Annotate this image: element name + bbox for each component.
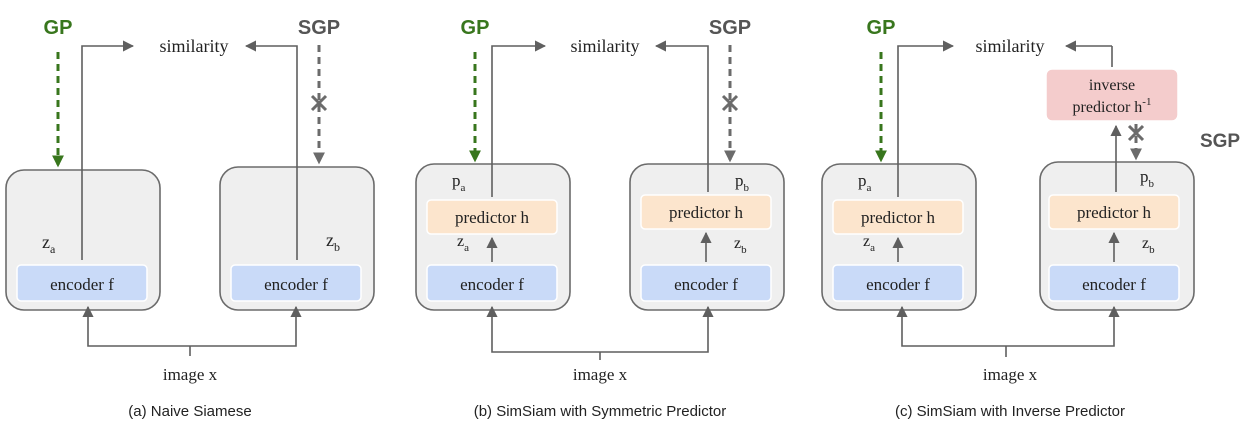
predictor-b-label: predictor h bbox=[669, 203, 744, 222]
encoder-a bbox=[16, 264, 148, 302]
encoder-b-label: encoder f bbox=[264, 275, 328, 294]
encoder-a-label: encoder f bbox=[866, 275, 930, 294]
z-b-label: zb bbox=[1142, 235, 1155, 256]
encoder-a-label: encoder f bbox=[50, 275, 114, 294]
z-a-label: za bbox=[42, 232, 56, 256]
inverse-predictor-line1: inverse bbox=[1089, 77, 1135, 94]
caption-c: (c) SimSiam with Inverse Predictor bbox=[895, 403, 1125, 420]
caption-b: (b) SimSiam with Symmetric Predictor bbox=[474, 403, 727, 420]
image-input-bracket bbox=[486, 305, 714, 353]
encoder-a-label: encoder f bbox=[460, 275, 524, 294]
predictor-b-label: predictor h bbox=[1077, 203, 1152, 222]
image-label: image x bbox=[983, 365, 1038, 384]
stop-gradient-cross-icon bbox=[721, 94, 739, 112]
predictor-a-label: predictor h bbox=[455, 208, 530, 227]
predictor-a bbox=[832, 199, 964, 235]
stop-gradient-cross-icon bbox=[1127, 124, 1145, 142]
inverse-predictor bbox=[1045, 68, 1179, 122]
p-a-label: pa bbox=[858, 171, 872, 194]
encoder-a bbox=[832, 264, 964, 302]
similarity-label: similarity bbox=[571, 36, 640, 56]
gp-label: GP bbox=[44, 17, 73, 39]
branch-b-output-arrow bbox=[244, 40, 298, 260]
sgp-label: SGP bbox=[709, 17, 751, 39]
image-label: image x bbox=[573, 365, 628, 384]
p-b-label: pb bbox=[735, 171, 750, 194]
z-b-label: zb bbox=[734, 235, 747, 256]
encoder-b bbox=[230, 264, 362, 302]
encoder-b-label: encoder f bbox=[674, 275, 738, 294]
predictor-a-label: predictor h bbox=[861, 208, 936, 227]
panel-c: predictor h predictor h encoder f encode… bbox=[821, 17, 1240, 420]
image-label: image x bbox=[163, 365, 218, 384]
p-b-label: pb bbox=[1140, 167, 1155, 190]
z-b-label: zb bbox=[326, 230, 340, 254]
caption-a: (a) Naive Siamese bbox=[128, 403, 251, 420]
branch-a-output-arrow bbox=[491, 40, 547, 197]
panel-b: predictor h predictor h encoder f encode… bbox=[415, 17, 785, 420]
inverse-predictor-line2: predictor h-1 bbox=[1073, 96, 1152, 116]
z-a-label: za bbox=[457, 233, 469, 254]
predictor-b bbox=[640, 194, 772, 230]
encoder-b bbox=[1048, 264, 1180, 302]
branch-a-output-arrow bbox=[81, 40, 135, 260]
image-input-bracket bbox=[82, 305, 302, 347]
predictor-b bbox=[1048, 194, 1180, 230]
similarity-label: similarity bbox=[160, 36, 229, 56]
branch-a-output-arrow bbox=[897, 40, 955, 197]
encoder-a bbox=[426, 264, 558, 302]
panel-a: encoder f encoder f za zb similarity GP … bbox=[5, 17, 375, 420]
gp-label: GP bbox=[461, 17, 490, 39]
z-a-label: za bbox=[863, 233, 875, 254]
predictor-a bbox=[426, 199, 558, 235]
branch-b-output-arrow bbox=[654, 40, 709, 192]
gp-label: GP bbox=[867, 17, 896, 39]
sgp-label: SGP bbox=[1200, 131, 1240, 152]
image-input-bracket bbox=[896, 305, 1120, 347]
encoder-b-label: encoder f bbox=[1082, 275, 1146, 294]
p-a-label: pa bbox=[452, 171, 466, 194]
sgp-label: SGP bbox=[298, 17, 340, 39]
stop-gradient-cross-icon bbox=[310, 94, 328, 112]
similarity-label: similarity bbox=[976, 36, 1045, 56]
encoder-b bbox=[640, 264, 772, 302]
